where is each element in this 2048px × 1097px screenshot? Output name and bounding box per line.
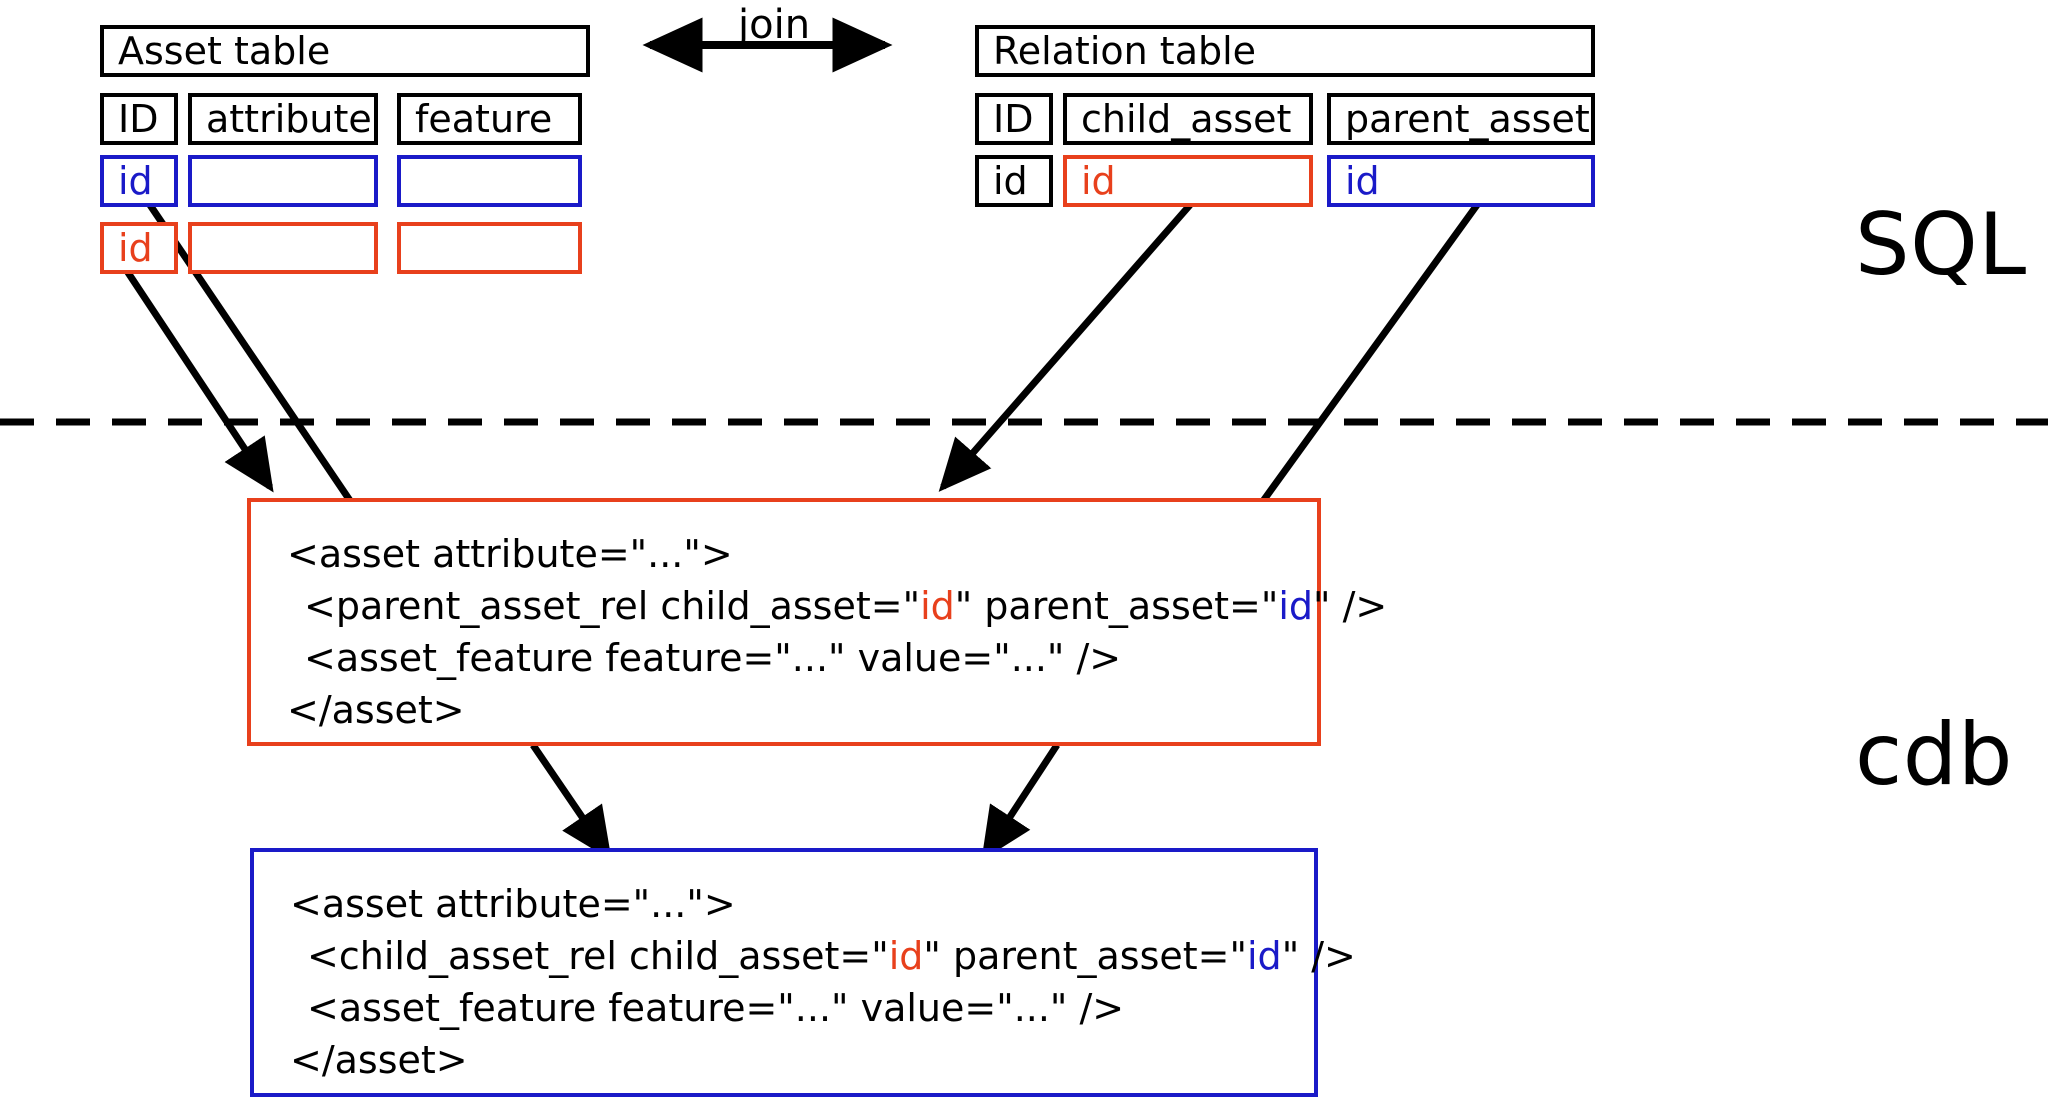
red-to-blue-left-connector bbox=[530, 743, 612, 861]
asset-table-row0-attribute bbox=[188, 155, 378, 207]
asset-table-title: Asset table bbox=[100, 25, 590, 77]
code-line: <parent_asset_rel child_asset="id" paren… bbox=[287, 580, 1387, 632]
relation-table-header-child-asset: child_asset bbox=[1063, 93, 1313, 145]
asset-table-header-attribute: attribute bbox=[188, 93, 378, 145]
code-token-id-red: id bbox=[888, 934, 924, 978]
code-token: <child_asset_rel child_asset=" bbox=[307, 934, 889, 978]
code-token: <parent_asset_rel child_asset=" bbox=[304, 584, 921, 628]
code-token: " parent_asset=" bbox=[923, 934, 1247, 978]
code-line: <asset_feature feature="..." value="..."… bbox=[287, 632, 1317, 684]
code-token: </asset> bbox=[290, 1038, 468, 1082]
asset-table-row1-attribute bbox=[188, 222, 378, 274]
asset-table-row0-feature bbox=[397, 155, 582, 207]
red-to-blue-right-connector bbox=[981, 743, 1060, 861]
code-line: <asset_feature feature="..." value="..."… bbox=[290, 982, 1314, 1034]
code-token: <asset_feature feature="..." value="..."… bbox=[307, 986, 1125, 1030]
relation-table-header-parent-asset: parent_asset bbox=[1327, 93, 1595, 145]
asset-red-id-connector bbox=[122, 266, 274, 493]
code-token: <asset_feature feature="..." value="..."… bbox=[304, 636, 1122, 680]
code-token-id-blue: id bbox=[1247, 934, 1282, 978]
code-token: " /> bbox=[1281, 934, 1356, 978]
code-token-id-blue: id bbox=[1278, 584, 1314, 628]
code-token: <asset attribute="..."> bbox=[290, 882, 736, 926]
code-token: " parent_asset=" bbox=[954, 584, 1279, 628]
code-line: <asset attribute="..."> bbox=[290, 878, 1314, 930]
asset-table-row0-id: id bbox=[100, 155, 178, 207]
cdb-layer-label: cdb bbox=[1855, 705, 2013, 805]
cdb-parent-asset-snippet: <asset attribute="..."><parent_asset_rel… bbox=[247, 498, 1387, 746]
code-token-id-red: id bbox=[920, 584, 955, 628]
asset-table-header-feature: feature bbox=[397, 93, 582, 145]
code-line: <child_asset_rel child_asset="id" parent… bbox=[290, 930, 1356, 982]
code-line: </asset> bbox=[290, 1034, 1314, 1086]
code-token: <asset attribute="..."> bbox=[287, 532, 733, 576]
sql-layer-label: SQL bbox=[1855, 195, 2027, 295]
asset-table-header-id: ID bbox=[100, 93, 178, 145]
relation-table-row0-child-asset: id bbox=[1063, 155, 1313, 207]
asset-table-row1-feature bbox=[397, 222, 582, 274]
relation-table-title: Relation table bbox=[975, 25, 1595, 77]
join-label: join bbox=[738, 2, 811, 48]
asset-table-row1-id: id bbox=[100, 222, 178, 274]
code-token: </asset> bbox=[287, 688, 465, 732]
relation-table-row0-parent-asset: id bbox=[1327, 155, 1595, 207]
relation-table-header-id: ID bbox=[975, 93, 1053, 145]
relation-child-asset-connector bbox=[938, 202, 1193, 492]
code-token: " /> bbox=[1313, 584, 1388, 628]
relation-table-row0-id: id bbox=[975, 155, 1053, 207]
cdb-child-asset-snippet: <asset attribute="..."><child_asset_rel … bbox=[250, 848, 1356, 1097]
code-line: <asset attribute="..."> bbox=[287, 528, 1317, 580]
code-line: </asset> bbox=[287, 684, 1317, 736]
relation-parent-asset-connector bbox=[1255, 202, 1480, 511]
